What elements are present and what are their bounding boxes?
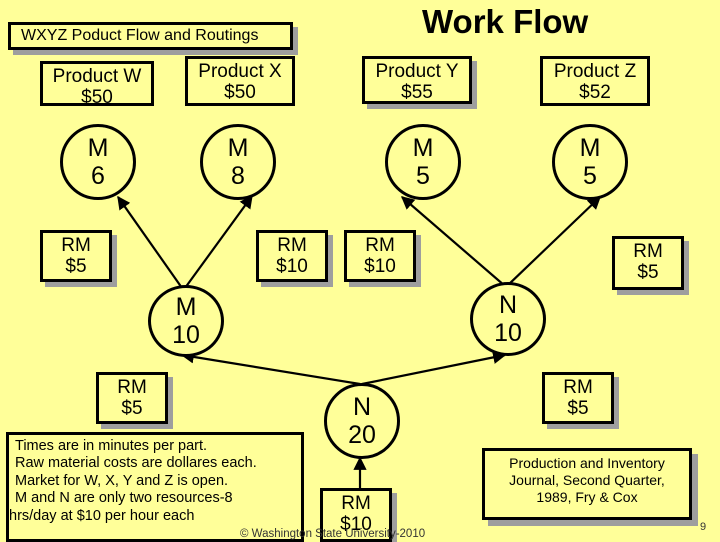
arrow-m10-to-m8 xyxy=(184,194,253,289)
node-n10: N 10 xyxy=(470,282,546,356)
arrow-n10-to-m5-left xyxy=(401,196,506,287)
node-minutes: 10 xyxy=(172,321,200,349)
rm-label: RM xyxy=(277,235,307,256)
routing-title-box: WXYZ Poduct Flow and Routings xyxy=(8,22,293,50)
product-z-box: Product Z $52 xyxy=(540,56,650,106)
node-m5-right: M 5 xyxy=(552,124,628,200)
arrow-m10-to-m6 xyxy=(117,195,183,289)
rm-cost: $10 xyxy=(276,256,308,278)
reference-line: Journal, Second Quarter, xyxy=(509,471,665,488)
routing-title: WXYZ Poduct Flow and Routings xyxy=(21,27,259,44)
rm-cost: $10 xyxy=(364,256,396,278)
node-resource: M xyxy=(87,134,109,162)
rm-cost: $5 xyxy=(65,256,87,278)
note-line: Times are in minutes per part. xyxy=(15,438,208,454)
raw-material-box: RM $10 xyxy=(256,230,328,282)
node-m10: M 10 xyxy=(148,285,224,357)
raw-material-box: RM $5 xyxy=(542,372,614,424)
raw-material-box: RM $5 xyxy=(96,372,168,424)
node-m6: M 6 xyxy=(60,124,136,200)
rm-label: RM xyxy=(117,377,147,398)
node-resource: M xyxy=(579,134,601,162)
node-m5-left: M 5 xyxy=(385,124,461,200)
product-w-box: Product W $50 xyxy=(40,61,154,109)
rm-cost: $5 xyxy=(567,398,589,420)
rm-label: RM xyxy=(61,235,91,256)
rm-label: RM xyxy=(341,493,371,514)
node-resource: M xyxy=(227,134,249,162)
raw-material-box: RM $10 xyxy=(344,230,416,282)
node-minutes: 6 xyxy=(91,162,105,190)
raw-material-box: RM $10 xyxy=(320,488,392,542)
node-minutes: 10 xyxy=(494,319,522,347)
rm-cost: $5 xyxy=(121,398,143,420)
reference-line: 1989, Fry & Cox xyxy=(536,488,638,505)
raw-material-box: RM $5 xyxy=(612,236,684,290)
arrow-n20-to-m10 xyxy=(180,350,361,386)
page-number: 9 xyxy=(700,521,707,533)
node-resource: N xyxy=(352,393,372,421)
rm-cost: $5 xyxy=(637,262,659,284)
product-name: Product W xyxy=(52,66,142,87)
page-title: Work Flow xyxy=(422,3,589,40)
node-resource: M xyxy=(175,293,197,321)
arrow-n20-to-n10 xyxy=(361,350,507,386)
product-name: Product Y xyxy=(375,61,459,82)
product-y-box: Product Y $55 xyxy=(362,56,472,104)
product-name: Product Z xyxy=(553,61,637,82)
rm-label: RM xyxy=(365,235,395,256)
notes-box: Times are in minutes per part. Raw mater… xyxy=(6,432,304,542)
node-resource: N xyxy=(498,291,518,319)
product-name: Product X xyxy=(198,61,282,82)
node-minutes: 5 xyxy=(416,162,430,190)
note-line: Raw material costs are dollares each. xyxy=(15,455,257,472)
reference-box: Production and Inventory Journal, Second… xyxy=(482,448,692,520)
node-m8: M 8 xyxy=(200,124,276,200)
product-price: $50 xyxy=(81,87,113,109)
rm-cost: $10 xyxy=(340,514,372,536)
arrow-n10-to-m5-right xyxy=(506,196,601,287)
node-resource: M xyxy=(412,134,434,162)
note-line: Market for W, X, Y and Z is open. xyxy=(15,472,229,489)
node-minutes: 8 xyxy=(231,162,245,190)
rm-label: RM xyxy=(633,241,663,262)
note-line: M and N are only two resources-8 xyxy=(15,490,233,507)
product-x-box: Product X $50 xyxy=(185,56,295,106)
raw-material-box: RM $5 xyxy=(40,230,112,282)
product-price: $55 xyxy=(401,82,433,104)
product-price: $52 xyxy=(579,82,611,104)
node-minutes: 5 xyxy=(583,162,597,190)
rm-label: RM xyxy=(563,377,593,398)
reference-line: Production and Inventory xyxy=(509,455,665,471)
product-price: $50 xyxy=(224,82,256,104)
note-line: hrs/day at $10 per hour each xyxy=(9,507,195,524)
node-minutes: 20 xyxy=(348,421,376,449)
node-n20: N 20 xyxy=(324,383,400,459)
copyright-text: © Washington State University-2010 xyxy=(240,528,426,540)
